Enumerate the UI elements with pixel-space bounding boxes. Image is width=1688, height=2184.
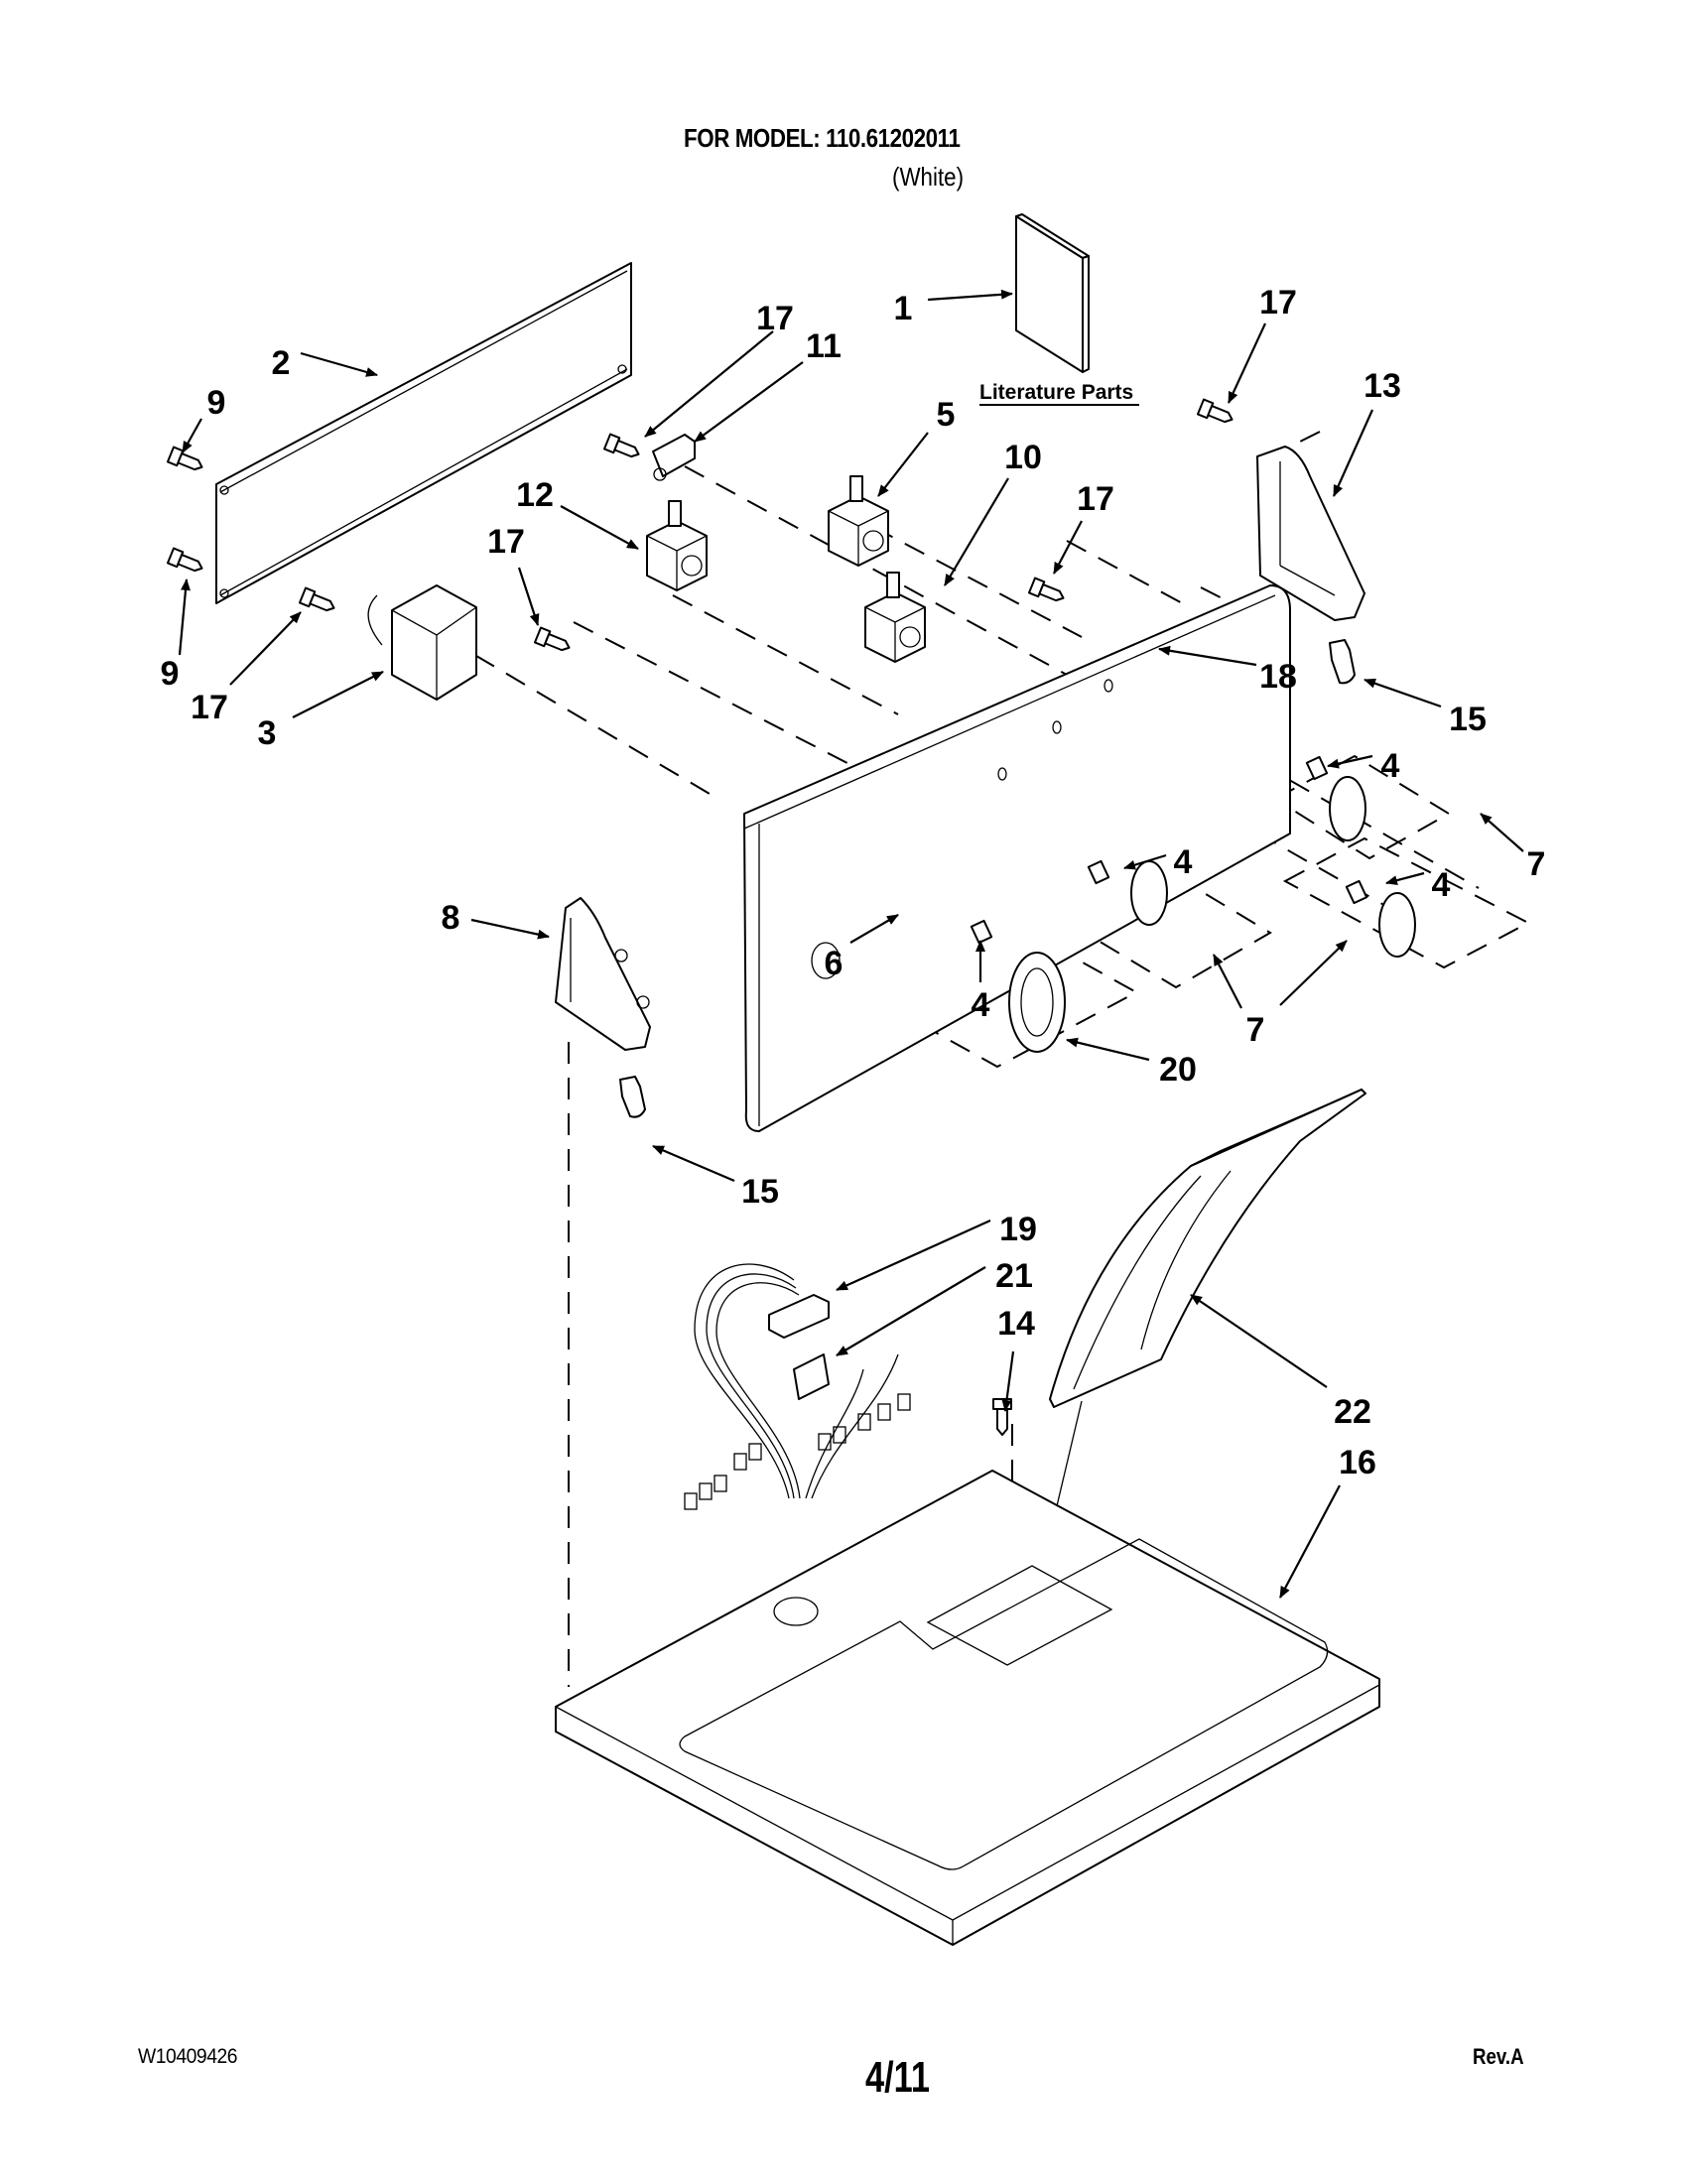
part-main-top — [555, 1470, 1380, 1946]
callout-15: 15 — [741, 1173, 779, 1211]
model-color: (White) — [892, 162, 965, 192]
part-cubes — [646, 434, 926, 663]
callout-16: 16 — [1339, 1444, 1376, 1481]
part-switch — [367, 584, 477, 701]
revision-label: Rev.A — [1473, 2044, 1524, 2069]
callout-7: 7 — [1527, 845, 1546, 883]
leader-lines — [178, 289, 1524, 1599]
model-title: FOR MODEL: 110.61202011 — [684, 123, 961, 153]
screws — [167, 398, 1234, 1436]
callout-21: 21 — [995, 1257, 1033, 1295]
part-knobs — [970, 755, 1416, 1053]
callout-10: 10 — [1004, 439, 1042, 476]
callout-17: 17 — [191, 689, 228, 726]
callout-20: 20 — [1159, 1051, 1197, 1089]
document-number: W10409426 — [138, 2045, 238, 2068]
callout-4: 4 — [1174, 843, 1193, 881]
callout-4: 4 — [972, 986, 990, 1024]
part-console — [743, 584, 1291, 1132]
callout-3: 3 — [258, 714, 277, 752]
page-number: 4/11 — [865, 2053, 930, 2102]
callout-15: 15 — [1449, 701, 1487, 738]
callout-2: 2 — [272, 344, 291, 382]
callout-7: 7 — [1246, 1011, 1265, 1049]
callout-12: 12 — [516, 476, 554, 514]
part-clips — [619, 639, 1356, 1118]
part-lint-screen — [1049, 1089, 1366, 1408]
callout-17: 17 — [1077, 480, 1114, 518]
part-end-caps — [555, 446, 1365, 1051]
literature-parts-label: Literature Parts — [979, 381, 1133, 404]
callout-17: 17 — [756, 300, 794, 337]
part-literature-book — [1015, 213, 1090, 373]
callout-9: 9 — [161, 655, 180, 693]
callout-6: 6 — [825, 945, 844, 982]
callout-4: 4 — [1432, 866, 1451, 904]
part-wire-harness — [684, 1263, 911, 1510]
callout-19: 19 — [999, 1211, 1037, 1248]
callout-1: 1 — [894, 290, 913, 327]
callout-11: 11 — [806, 327, 842, 365]
callout-14: 14 — [997, 1305, 1035, 1343]
callout-17: 17 — [1259, 284, 1297, 321]
callout-9: 9 — [207, 384, 226, 422]
callout-labels: 1 2 9 9 17 3 17 12 17 11 5 10 17 17 13 1… — [161, 284, 1546, 1481]
part-rear-panel — [215, 262, 632, 604]
callout-22: 22 — [1334, 1393, 1371, 1431]
callout-18: 18 — [1259, 658, 1297, 696]
callout-5: 5 — [937, 396, 956, 434]
callout-4: 4 — [1381, 747, 1400, 785]
callout-8: 8 — [442, 899, 460, 937]
callout-17: 17 — [487, 523, 525, 561]
callout-13: 13 — [1363, 367, 1401, 405]
